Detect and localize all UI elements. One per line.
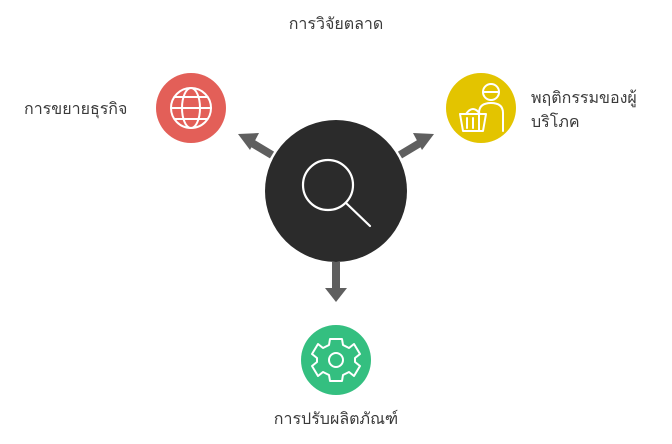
node-product <box>301 325 371 395</box>
magnifier-icon <box>301 158 372 228</box>
arrow-to-expansion <box>238 133 275 159</box>
arrow-to-product <box>325 262 347 302</box>
center-node <box>265 120 407 262</box>
globe-icon <box>170 87 212 129</box>
label-business-expansion: การขยายธุรกิจ <box>24 99 128 118</box>
label-product-adaptation: การปรับผลิตภัณฑ์ <box>273 409 399 428</box>
label-consumer-behavior: พฤติกรรมของผู้ บริโภค <box>531 86 667 134</box>
gear-icon <box>311 338 361 382</box>
label-consumer-behavior-line-2: บริโภค <box>531 112 580 131</box>
label-consumer-behavior-line-1: พฤติกรรมของผู้ <box>531 88 637 107</box>
shopper-basket-icon <box>459 83 504 132</box>
arrow-to-consumer <box>397 133 434 159</box>
diagram-title: การวิจัยตลาด <box>288 14 384 33</box>
